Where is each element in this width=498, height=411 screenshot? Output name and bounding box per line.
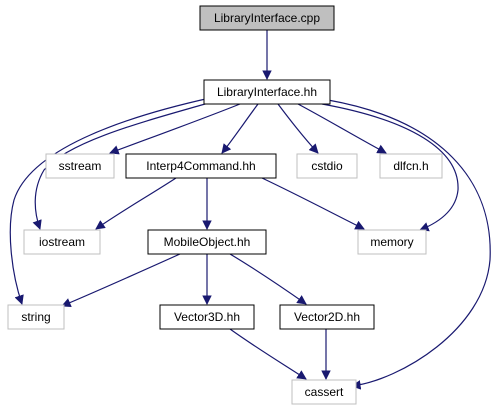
- node-label: Interp4Command.hh: [146, 159, 255, 173]
- node-label: LibraryInterface.hh: [217, 85, 317, 99]
- node-label: iostream: [39, 235, 85, 249]
- edge-libraryinterface-hh-to-cassert: [327, 99, 491, 390]
- node-box: [379, 153, 443, 179]
- node-label: cstdio: [311, 159, 343, 173]
- node-box: [7, 304, 65, 330]
- edge-interp4command-hh-to-memory: [261, 177, 365, 230]
- node-string: string: [7, 304, 65, 330]
- edge-interp4command-hh-to-iostream: [95, 177, 177, 230]
- node-label: LibraryInterface.cpp: [214, 11, 320, 25]
- node-mobileobject-hh[interactable]: MobileObject.hh: [147, 229, 267, 255]
- node-box: [23, 229, 101, 255]
- node-box: [125, 153, 277, 179]
- node-box: [291, 379, 357, 405]
- node-vector3d-hh[interactable]: Vector3D.hh: [159, 304, 255, 330]
- node-label: string: [21, 310, 50, 324]
- node-label: MobileObject.hh: [164, 235, 251, 249]
- node-box: [199, 5, 335, 31]
- node-label: memory: [370, 235, 413, 249]
- edge-libraryinterface-hh-to-interp4command-hh: [221, 103, 259, 154]
- node-vector2d-hh[interactable]: Vector2D.hh: [279, 304, 375, 330]
- edges-layer: [9, 30, 491, 390]
- edge-libraryinterface-hh-to-sstream: [109, 103, 241, 155]
- node-label: Vector3D.hh: [174, 310, 240, 324]
- node-sstream: sstream: [45, 153, 115, 179]
- node-box: [203, 79, 331, 105]
- node-box: [159, 304, 255, 330]
- node-box: [147, 229, 267, 255]
- node-label: sstream: [59, 159, 102, 173]
- node-interp4command-hh[interactable]: Interp4Command.hh: [125, 153, 277, 179]
- edge-vector3d-hh-to-cassert: [229, 328, 307, 380]
- node-iostream: iostream: [23, 229, 101, 255]
- edge-libraryinterface-hh-to-memory: [321, 103, 459, 232]
- node-libraryinterface-hh[interactable]: LibraryInterface.hh: [203, 79, 331, 105]
- node-label: Vector2D.hh: [294, 310, 360, 324]
- node-label: dlfcn.h: [393, 159, 428, 173]
- node-label: cassert: [305, 385, 344, 399]
- node-cassert: cassert: [291, 379, 357, 405]
- node-cstdio: cstdio: [296, 153, 358, 179]
- node-box: [296, 153, 358, 179]
- edge-libraryinterface-hh-to-string: [9, 97, 211, 305]
- edge-libraryinterface-hh-to-dlfcn-h: [297, 103, 387, 154]
- node-libraryinterface-cpp[interactable]: LibraryInterface.cpp: [199, 5, 335, 31]
- edge-mobileobject-hh-to-vector2d-hh: [229, 253, 307, 305]
- edge-libraryinterface-hh-to-cstdio: [277, 103, 319, 154]
- node-box: [45, 153, 115, 179]
- node-box: [357, 229, 427, 255]
- node-dlfcn-h: dlfcn.h: [379, 153, 443, 179]
- edge-mobileobject-hh-to-string: [61, 253, 181, 308]
- node-box: [279, 304, 375, 330]
- node-memory: memory: [357, 229, 427, 255]
